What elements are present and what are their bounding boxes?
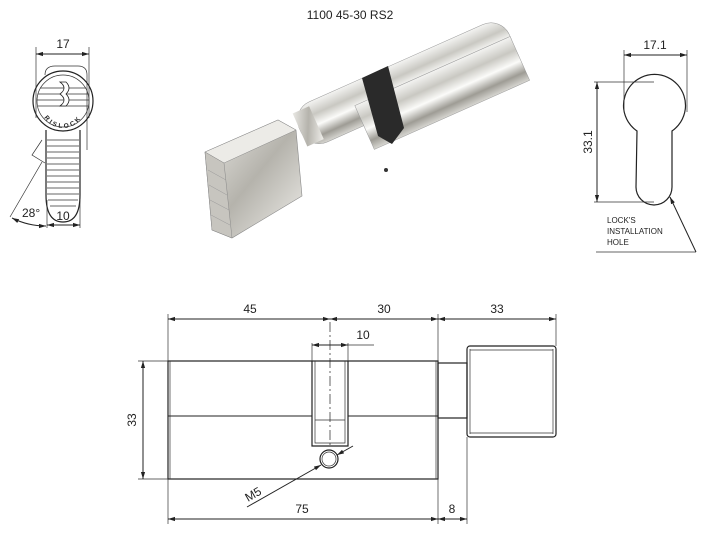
screw-hole bbox=[319, 449, 339, 469]
dim-cam-label: 10 bbox=[356, 328, 370, 342]
screw-label: M5 bbox=[243, 484, 265, 505]
knob-neck bbox=[437, 362, 468, 419]
hole-width-label: 17.1 bbox=[643, 38, 667, 52]
angle-label: 28° bbox=[22, 206, 40, 220]
cam bbox=[362, 66, 404, 144]
product-render bbox=[204, 22, 530, 239]
dim-left-label: 45 bbox=[243, 302, 257, 316]
hole-note-line-1: LOCK'S bbox=[607, 216, 636, 225]
keyhole-outline bbox=[622, 73, 687, 206]
hole-height-label: 33.1 bbox=[581, 130, 595, 154]
drawing-title: 1100 45-30 RS2 bbox=[307, 8, 394, 22]
cylinder-face bbox=[32, 70, 94, 132]
keyway-icon bbox=[58, 81, 70, 107]
installation-hole-view: 17.1 33.1 LOCK'S INSTALLATION HOLE bbox=[581, 38, 697, 253]
dim-total-label: 75 bbox=[295, 502, 309, 516]
knob bbox=[466, 345, 557, 438]
hole-note-line-2: INSTALLATION bbox=[607, 227, 663, 236]
tongue-width-label: 10 bbox=[56, 209, 70, 223]
dim-right-label: 30 bbox=[377, 302, 391, 316]
dim-neck-label: 8 bbox=[449, 502, 456, 516]
cam-slot bbox=[311, 361, 349, 447]
dim-knob-label: 33 bbox=[490, 302, 504, 316]
side-view: RISLOCK 17 10 28° bbox=[9, 37, 94, 229]
cylinder-body bbox=[167, 360, 439, 480]
dim-height-label: 33 bbox=[125, 413, 139, 427]
front-view: 45 30 33 10 33 75 8 M5 bbox=[125, 302, 557, 524]
hole-note-line-3: HOLE bbox=[607, 238, 629, 247]
side-width-label: 17 bbox=[56, 37, 70, 51]
